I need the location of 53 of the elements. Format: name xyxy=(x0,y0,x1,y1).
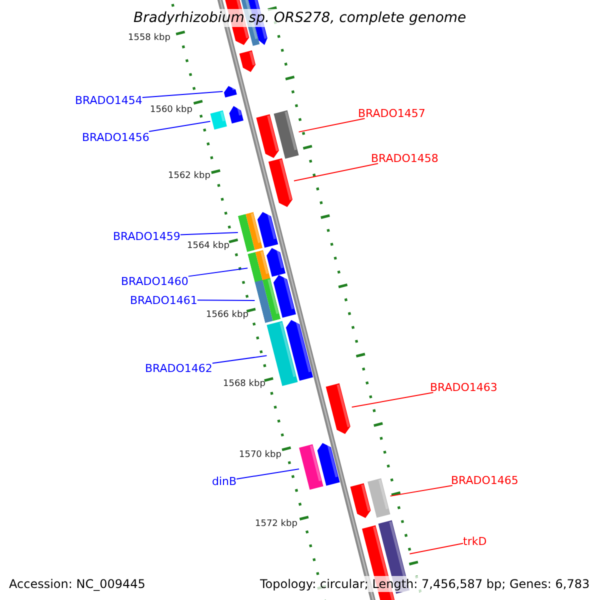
leader-line xyxy=(142,91,224,98)
gene-label: BRADO1459 xyxy=(113,230,180,242)
gene-block xyxy=(239,50,256,72)
gene-block xyxy=(273,274,296,318)
leader-line xyxy=(188,268,248,277)
gene-block xyxy=(299,444,324,490)
gene-label: BRADO1460 xyxy=(121,276,188,286)
gene-block xyxy=(256,114,279,158)
leader-line xyxy=(351,392,434,408)
scale-label: 1564 kbp xyxy=(187,242,230,250)
gene-block xyxy=(266,247,286,277)
leader-line xyxy=(148,120,211,132)
gene-block xyxy=(368,478,390,518)
scale-label: 1568 kbp xyxy=(223,380,266,388)
gene-label: dinB xyxy=(212,476,237,486)
gene-block xyxy=(326,383,350,434)
scale-label: 1572 kbp xyxy=(255,520,298,528)
gene-block xyxy=(238,212,263,252)
gene-block xyxy=(224,86,237,98)
scale-label: 1560 kbp xyxy=(150,106,192,114)
gene-block xyxy=(229,106,244,124)
gene-block xyxy=(286,319,314,381)
leader-line xyxy=(298,118,366,132)
gene-label: BRADO1463 xyxy=(430,382,498,392)
leader-line xyxy=(409,542,464,554)
gene-label: trkD xyxy=(463,536,487,546)
gene-block xyxy=(274,110,299,159)
gene-block xyxy=(350,483,371,518)
gene-block xyxy=(248,250,270,283)
gene-block xyxy=(257,211,278,248)
gene-label: BRADO1462 xyxy=(145,362,212,374)
gene-label: BRADO1457 xyxy=(358,108,426,118)
gene-block xyxy=(268,158,292,207)
gene-label: BRADO1456 xyxy=(82,132,150,142)
leader-line xyxy=(180,232,238,236)
accession-note: Accession: NC_009445 xyxy=(9,576,146,592)
scale-label: 1566 kbp xyxy=(206,310,248,320)
gene-label: BRADO1465 xyxy=(451,474,518,486)
scale-label: 1558 kbp xyxy=(128,34,170,42)
gene-block xyxy=(210,110,227,130)
leader-line xyxy=(236,468,300,480)
leader-line xyxy=(196,300,256,301)
leader-line xyxy=(212,355,268,364)
gene-block xyxy=(254,278,281,323)
gene-label: BRADO1461 xyxy=(130,294,198,306)
gene-label: BRADO1454 xyxy=(75,94,142,106)
gene-block xyxy=(317,442,340,486)
gene-label: BRADO1458 xyxy=(371,152,438,164)
leader-line xyxy=(390,485,453,497)
scale-label: 1562 kbp xyxy=(168,172,210,180)
leader-line xyxy=(294,163,379,182)
scale-label: 1570 kbp xyxy=(239,450,282,460)
gene-block xyxy=(266,321,298,386)
